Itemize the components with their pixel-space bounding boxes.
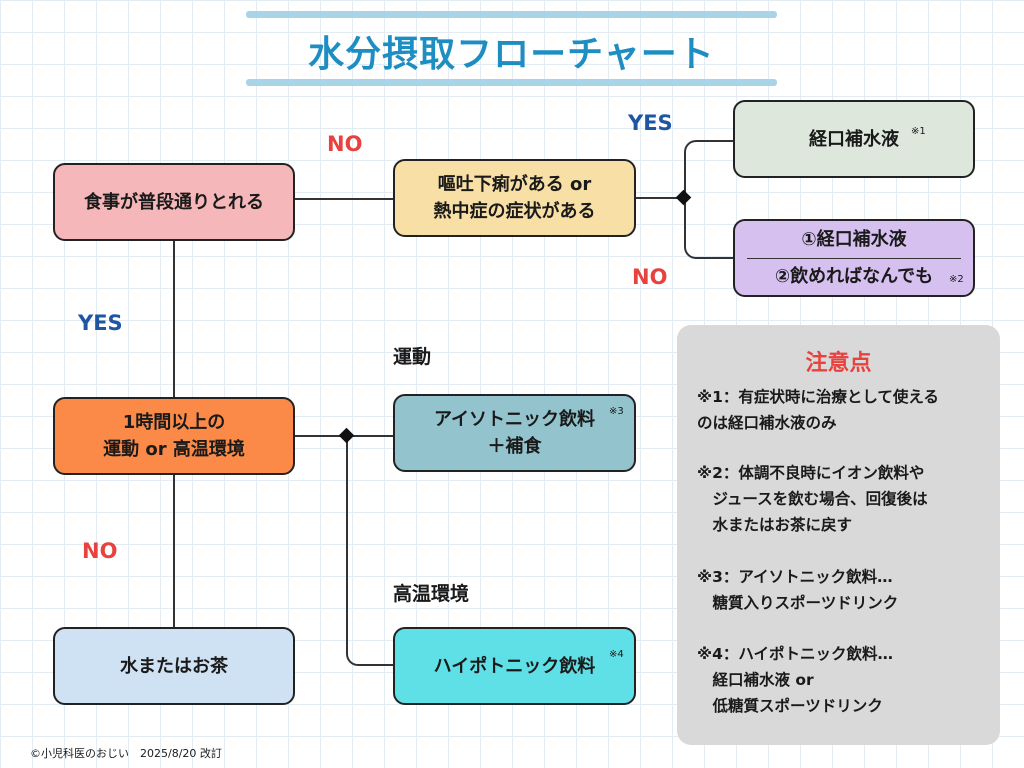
title-bottom-bar (246, 79, 777, 86)
label-no-right: NO (632, 265, 668, 289)
connector-meal-exercise (173, 241, 175, 398)
box-water-text: 水またはお茶 (120, 655, 228, 677)
label-no-top: NO (327, 132, 363, 156)
note-line: ジュースを飲む場合、回復後は (697, 490, 928, 508)
connector-split-hypo (346, 436, 394, 666)
note-line: ※3：アイソトニック飲料… (697, 568, 893, 586)
box-vomit-line2: 熱中症の症状がある (433, 201, 596, 222)
label-heat: 高温環境 (393, 583, 470, 605)
note-line: ※2：体調不良時にイオン飲料や (697, 464, 925, 482)
note-line: ※4：ハイポトニック飲料… (697, 645, 894, 663)
box-ors-text: 経口補水液 (809, 128, 899, 150)
box-alt: ①経口補水液 ②飲めればなんでも ※2 (733, 219, 975, 297)
notes-title: 注意点 (805, 351, 872, 376)
box-hypotonic: ハイポトニック飲料 ※4 (393, 627, 636, 705)
box-alt-line1: ①経口補水液 (801, 229, 907, 250)
note-line: 水またはお茶に戻す (697, 516, 853, 534)
box-water: 水またはお茶 (53, 627, 295, 705)
box-alt-line2: ②飲めればなんでも (774, 266, 934, 287)
box-vomit: 嘔吐下痢がある or 熱中症の症状がある (393, 159, 636, 237)
box-ors: 経口補水液 ※1 (733, 100, 975, 178)
box-alt-divider (747, 258, 961, 259)
box-isotonic-note: ※3 (609, 406, 624, 417)
note-line: 経口補水液 or (697, 671, 814, 689)
note-line: 低糖質スポーツドリンク (697, 697, 883, 715)
label-exercise: 運動 (393, 346, 432, 368)
label-yes-left: YES (78, 311, 123, 335)
note-line: のは経口補水液のみ (697, 414, 837, 432)
notes-panel: 注意点 ※1：有症状時に治療として使える のは経口補水液のみ ※2：体調不良時に… (677, 325, 1000, 745)
connector-vomit-split (635, 197, 685, 199)
note-line: 糖質入りスポーツドリンク (697, 594, 899, 612)
label-yes-top: YES (628, 111, 673, 135)
box-hypotonic-note: ※4 (609, 649, 624, 660)
connector-split-no (684, 197, 733, 259)
box-exercise: 1時間以上の 運動 or 高温環境 (53, 397, 295, 475)
box-hypotonic-text: ハイポトニック飲料 (433, 655, 596, 677)
box-alt-note: ※2 (949, 274, 964, 285)
box-ors-note: ※1 (911, 126, 926, 137)
box-isotonic-line2: ＋補食 (487, 436, 542, 457)
box-isotonic-line1: アイソトニック飲料 (433, 409, 596, 430)
connector-split-yes (684, 140, 733, 198)
note-line: ※1：有症状時に治療として使える (697, 388, 939, 406)
box-vomit-line1: 嘔吐下痢がある or (437, 174, 592, 195)
box-meal: 食事が普段通りとれる (53, 163, 295, 241)
box-isotonic: アイソトニック飲料 ＋補食 ※3 (393, 394, 636, 472)
footer-credit: ©小児科医のおじい 2025/8/20 改訂 (30, 747, 222, 760)
box-meal-text: 食事が普段通りとれる (84, 191, 264, 213)
connector-meal-vomit (295, 198, 393, 200)
box-exercise-line2: 運動 or 高温環境 (103, 439, 245, 460)
title-top-bar (246, 11, 777, 18)
page-title: 水分摂取フローチャート (308, 34, 715, 75)
label-no-left: NO (82, 539, 118, 563)
box-exercise-line1: 1時間以上の (122, 412, 226, 433)
connector-exercise-water (173, 474, 175, 627)
